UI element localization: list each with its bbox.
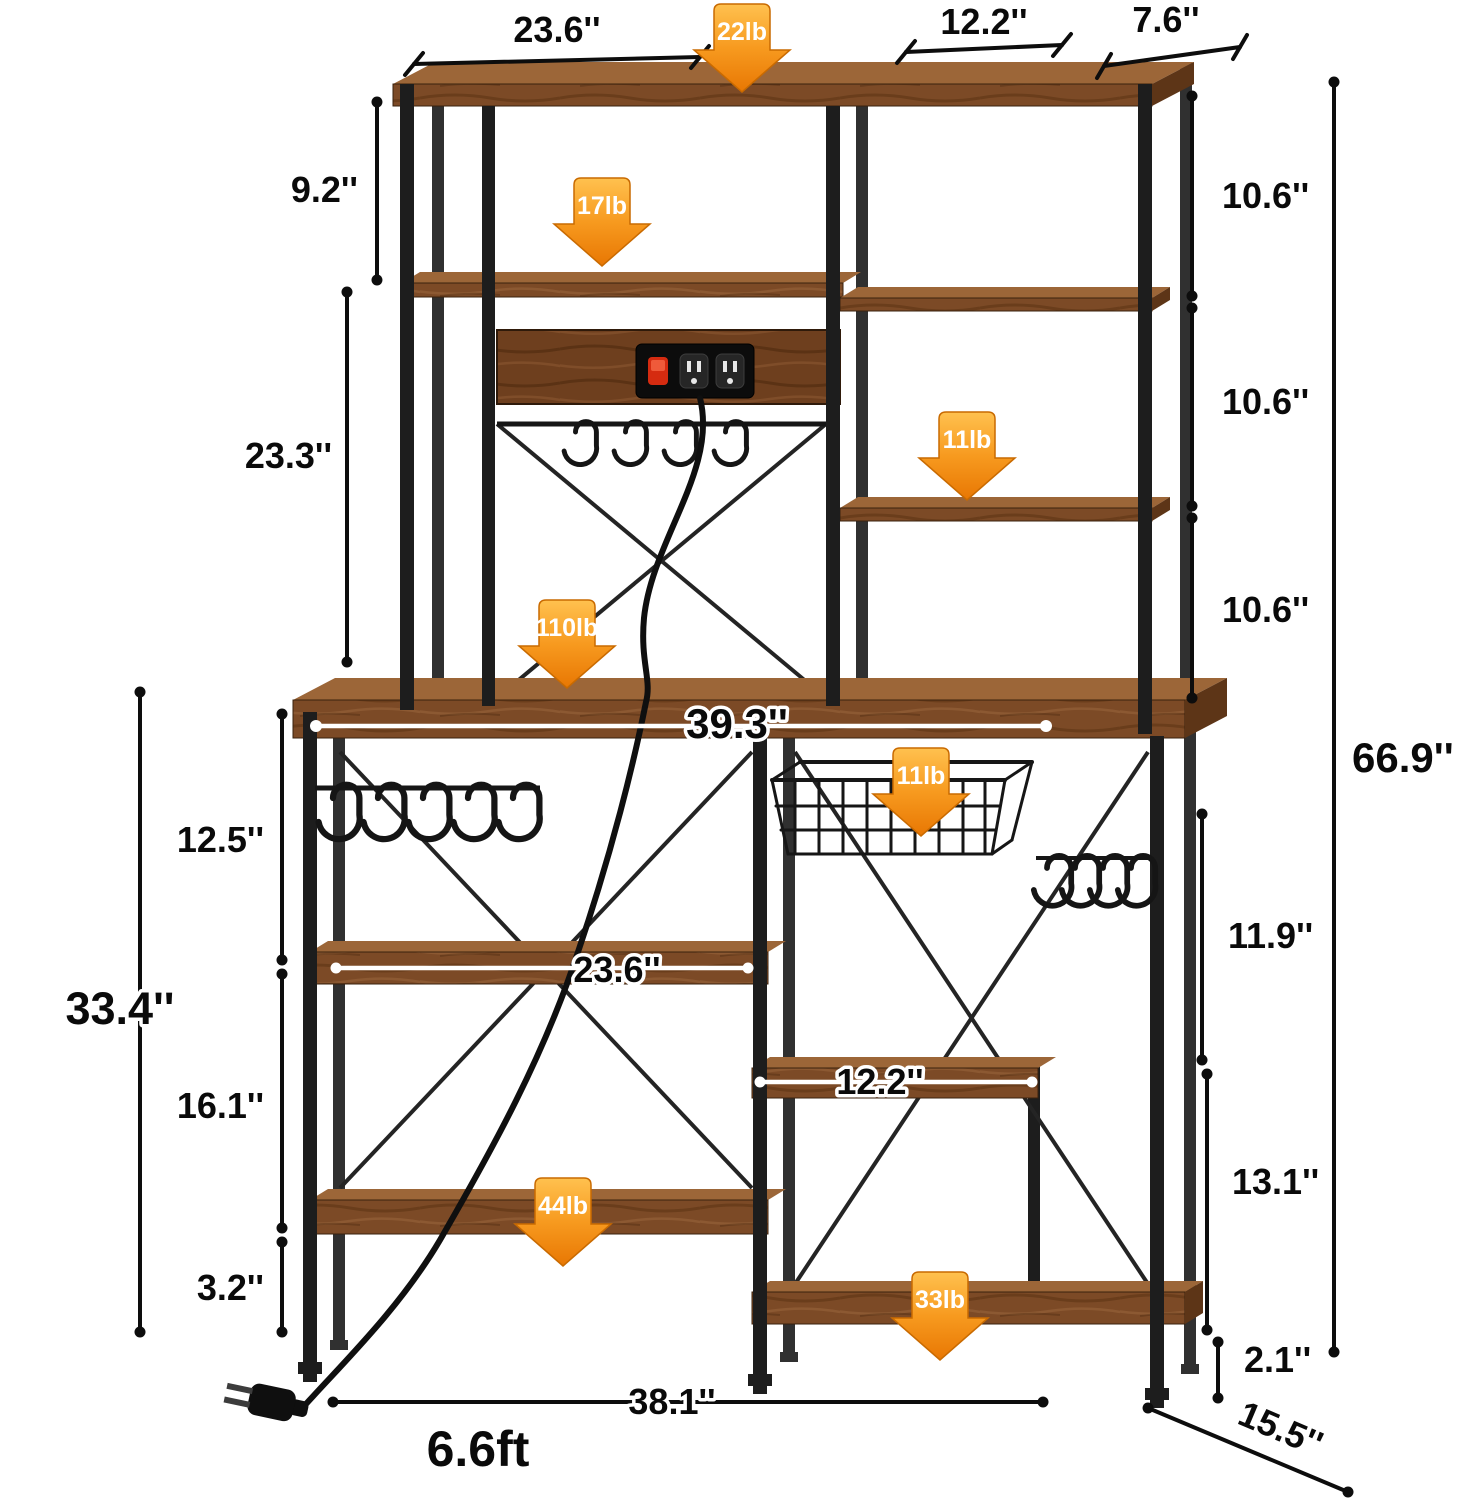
- dim-label-left-floor-gap: 3.2'': [197, 1267, 264, 1308]
- load-arrow-top-shelf: 22lb: [693, 3, 791, 93]
- load-arrow-bottom-right-shelf: 33lb: [891, 1271, 989, 1361]
- right-hook-rail: [1034, 856, 1156, 906]
- load-arrow-bottom-left-shelf: 44lb: [514, 1177, 612, 1267]
- dim-label-table-width: 39.3'': [686, 700, 788, 747]
- dim-label-base-height: 33.4'': [66, 983, 175, 1034]
- dim-label-total-height: 66.9'': [1352, 734, 1454, 781]
- countertop: [292, 678, 1227, 739]
- outlet-socket-icon: [679, 353, 709, 389]
- load-label-basket: 11lb: [897, 762, 946, 790]
- dim-label-right-lower-gap: 13.1'': [1232, 1161, 1319, 1202]
- hutch-left-shelf: [401, 272, 861, 298]
- load-label-hutch-shelf: 17lb: [577, 192, 627, 220]
- s-hook-icon: [564, 422, 597, 465]
- surface-measure-lines: [310, 720, 1052, 1088]
- hutch-top-shelf: [392, 62, 1194, 107]
- dim-label-top-right-width: 12.2'': [940, 1, 1027, 42]
- frame-back-posts: [330, 62, 1199, 1374]
- s-hook-icon: [664, 422, 697, 465]
- load-label-countertop: 110lb: [536, 614, 599, 642]
- dim-label-right-shelf-width: 12.2'': [836, 1061, 923, 1102]
- power-strip: [635, 343, 755, 399]
- load-arrow-right-hutch-shelf: 11lb: [918, 411, 1016, 501]
- dim-label-mid-shelf-width: 23.6'': [573, 949, 660, 990]
- dim-label-right-gap-2: 10.6'': [1222, 381, 1309, 422]
- dim-label-top-left-width: 23.6'': [513, 9, 600, 50]
- hutch-hook-rail: [497, 422, 826, 465]
- s-hook-icon: [714, 422, 747, 465]
- load-arrow-basket: 11lb: [872, 747, 970, 837]
- dim-label-hutch-height: 23.3'': [245, 435, 332, 476]
- dim-label-cord-length: 6.6ft: [427, 1421, 530, 1477]
- dim-label-right-gap-1: 10.6'': [1222, 175, 1309, 216]
- s-hook-icon: [409, 785, 450, 839]
- power-plug-icon: [223, 1382, 309, 1422]
- load-arrows: 22lb 17lb 11lb 110lb 11lb 44lb 33lb: [514, 3, 1016, 1361]
- dim-label-right-gap-3: 10.6'': [1222, 589, 1309, 630]
- dim-label-base-depth: 15.5'': [1233, 1393, 1329, 1465]
- dim-label-left-hook-gap: 12.5'': [177, 819, 264, 860]
- dim-label-top-depth: 7.6'': [1132, 0, 1199, 40]
- load-label-top-shelf: 22lb: [717, 18, 767, 46]
- middle-shelf: [309, 941, 786, 985]
- load-label-bottom-right-shelf: 33lb: [915, 1286, 965, 1314]
- load-label-bottom-left-shelf: 44lb: [538, 1192, 588, 1220]
- load-label-right-hutch-shelf: 11lb: [943, 426, 992, 454]
- left-hook-rail: [315, 785, 540, 839]
- dim-label-hutch-top-gap: 9.2'': [291, 169, 358, 210]
- dimension-lines: [134, 32, 1354, 1498]
- s-hook-icon: [614, 422, 647, 465]
- dim-label-base-width: 38.1'': [628, 1381, 715, 1422]
- s-hook-icon: [499, 785, 540, 839]
- load-arrow-hutch-shelf: 17lb: [553, 177, 651, 267]
- dim-label-mid-gap: 16.1'': [177, 1085, 264, 1126]
- power-cord: [303, 395, 707, 1407]
- dim-label-right-basket-gap: 11.9'': [1228, 915, 1313, 956]
- hutch-right-shelf-2: [839, 497, 1170, 522]
- hutch-right-shelf-1: [839, 287, 1170, 312]
- dim-label-right-floor-gap: 2.1'': [1244, 1339, 1311, 1380]
- load-arrow-countertop: 110lb: [518, 599, 616, 689]
- outlet-socket-icon: [715, 353, 745, 389]
- x-braces: [338, 422, 1150, 1286]
- s-hook-icon: [454, 785, 495, 839]
